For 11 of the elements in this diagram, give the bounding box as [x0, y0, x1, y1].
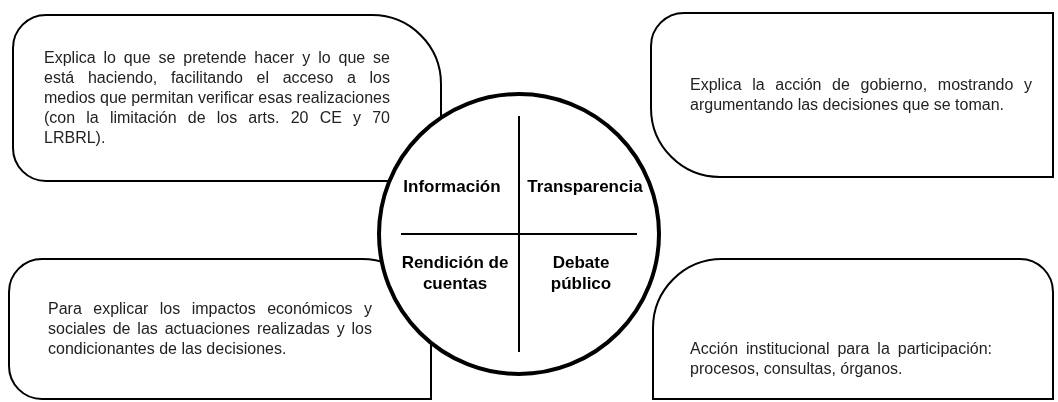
description-text: Explica lo que se pretende hacer y lo que se está haciendo, facilitando el acceso a los medios que permitan verificar esas realizaciones (con la limitación de los arts. 20 CE y 70 LRBRL).	[44, 48, 390, 148]
description-text: Para explicar los impactos económicos y sociales de las actuaciones realizadas y los condicionantes de las decisiones.	[48, 299, 372, 359]
description-text: Acción institucional para la participación: procesos, consultas, órganos.	[690, 339, 992, 379]
description-box	[650, 12, 1054, 178]
quadrant-label: Debate público	[549, 252, 613, 294]
quadrant-label: Rendición de cuentas	[401, 252, 509, 294]
quadrant-label: Información	[402, 176, 502, 197]
description-box	[652, 258, 1054, 400]
quadrant-label: Transparencia	[526, 176, 644, 197]
description-box	[12, 14, 442, 182]
description-text: Explica la acción de gobierno, mostrando y argumentando las decisiones que se toman.	[690, 75, 1032, 115]
